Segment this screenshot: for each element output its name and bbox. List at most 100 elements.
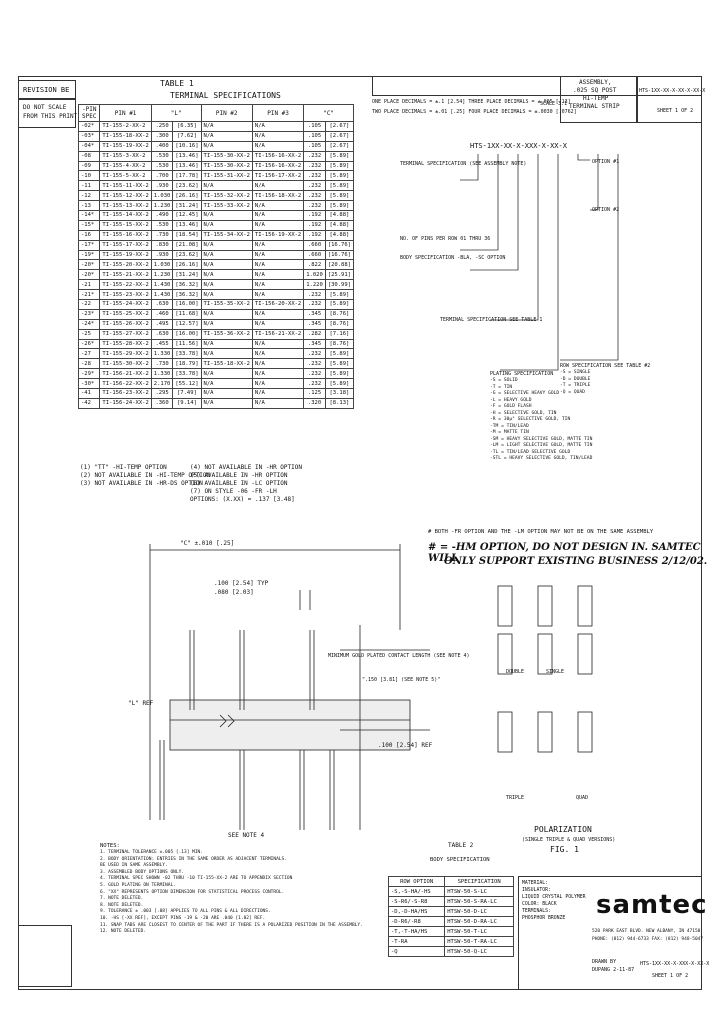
table-cell: [16.00] <box>172 299 202 310</box>
double-label: DOUBLE <box>506 669 525 675</box>
material-item: INSULATOR: <box>522 888 551 893</box>
table-cell: [33.78] <box>172 348 202 360</box>
bd-label-7: OPTION #2 <box>592 207 620 213</box>
table-cell: TI-155-30-XX-2 <box>99 358 152 370</box>
table-cell: .105 <box>303 121 326 132</box>
table-cell: N/A <box>200 180 253 192</box>
table-cell: N/A <box>200 249 253 261</box>
plating-item: -STL = HEAVY SELECTIVE GOLD, TIN/LEAD <box>490 456 593 461</box>
plating-item: -G = SELECTIVE HEAVY GOLD <box>490 391 560 396</box>
plating-item: -TL = TIN/LEAD SELECTIVE GOLD <box>490 449 571 455</box>
note-item: 10. -HS [-XX REF], EXCEPT PINS -19 & -20… <box>100 915 266 921</box>
drawn-by: DRAWN BY <box>592 959 617 965</box>
table-cell: .400 <box>150 140 174 152</box>
table-cell: [12.57] <box>172 318 202 330</box>
polarization-figures <box>497 585 593 753</box>
table-cell: .345 <box>303 308 326 320</box>
material-item: TERMINALS: <box>522 909 551 914</box>
table-cell: .930 <box>150 180 174 192</box>
table-cell: [33.78] <box>172 368 202 380</box>
table-cell: [13.46] <box>172 160 202 172</box>
table1-footnotes-right: (4) NOT AVAILABLE IN -HR OPTION (5) AVAI… <box>190 464 302 504</box>
table-cell: [5.89] <box>324 348 355 360</box>
table-cell: TI-155-19-XX-2 <box>99 140 152 152</box>
address-2: PHONE: (812) 944-6733 FAX: (812) 948-504… <box>592 937 704 942</box>
table1-subtitle: TERMINAL SPECIFICATIONS <box>170 91 281 100</box>
table-cell: .495 <box>150 318 174 330</box>
material-list: MATERIAL:INSULATOR:LIQUID CRYSTAL POLYME… <box>522 880 586 922</box>
footnote-r4: (7) ON STYLE -06 -FR -LH <box>190 488 277 495</box>
table-cell: N/A <box>200 210 253 221</box>
table-cell: TI-156-19-XX-2 <box>251 229 305 241</box>
table-cell: -20* <box>77 259 101 271</box>
table-cell: N/A <box>251 219 305 231</box>
table-cell: TI-156-24-XX-2 <box>99 397 152 409</box>
table-cell: -09 <box>77 160 101 172</box>
material-item: MATERIAL: <box>522 881 548 886</box>
table-cell: N/A <box>251 130 305 142</box>
see-note: SEE NOTE 4 <box>228 832 265 839</box>
table-cell: [11.68] <box>172 308 202 320</box>
table-cell: N/A <box>251 368 305 380</box>
dim-pitch2: .080 [2.03] <box>214 589 254 596</box>
note-item: 4. TERMINAL SPEC SHOWN -02 THRU -10 TI-1… <box>100 876 293 882</box>
table-cell: -16 <box>77 229 101 241</box>
table-cell: TI-155-19-XX-2 <box>99 249 152 261</box>
table-cell: .295 <box>150 388 174 399</box>
table-cell: N/A <box>200 338 253 350</box>
table-cell: N/A <box>200 397 253 409</box>
table-cell: TI-156-17-XX-2 <box>251 170 305 182</box>
fig-caption: FIG. 1 <box>550 845 579 854</box>
table-cell: -27 <box>77 348 101 360</box>
table-cell: N/A <box>251 308 305 320</box>
table-cell: 1.230 <box>150 269 174 281</box>
table-cell: 1.330 <box>150 368 174 380</box>
table-cell: [36.32] <box>172 279 202 291</box>
table-cell: 1.230 <box>150 200 174 212</box>
table-cell: HTSW-50-S-LC <box>444 886 514 897</box>
table-cell: N/A <box>251 388 305 399</box>
table-cell: TI-155-27-XX-2 <box>99 328 152 340</box>
table-cell: N/A <box>200 130 253 142</box>
note-item: 5. GOLD PLATING ON TERMINAL. <box>100 882 176 888</box>
table-cell: [55.12] <box>172 378 202 390</box>
table-cell: .455 <box>150 338 174 350</box>
revision-label: REVISION BE <box>23 86 70 94</box>
table-cell: N/A <box>251 239 305 251</box>
table-cell: -03* <box>77 130 101 142</box>
table-cell: HTSW-50-T-RA-LC <box>444 936 514 947</box>
col-pin1: PIN #1 <box>99 104 152 122</box>
table-cell: TI-155-30-XX-2 <box>200 150 253 162</box>
table-cell: TI-155-24-XX-2 <box>99 299 152 310</box>
table-cell: HTSW-50-Q-LC <box>444 946 514 957</box>
table-cell: N/A <box>251 259 305 271</box>
bd-label-4: TERMINAL SPECIFICATION SEE TABLE 1 <box>440 317 543 323</box>
side-view-drawing <box>149 544 430 830</box>
footnote-r3: (6) AVAILABLE IN -LC OPTION <box>190 480 288 487</box>
bd-label-5: PLATING SPECIFICATION <box>490 371 554 377</box>
table-cell: N/A <box>251 210 305 221</box>
table-cell: [5.89] <box>324 358 355 370</box>
table1-title: TABLE 1 <box>160 79 194 88</box>
table-cell: -02* <box>77 121 101 132</box>
table-cell: TI-156-16-XX-2 <box>251 160 305 172</box>
title-box: ASSEMBLY, .025 SQ POST HI-TEMP TERMINAL … <box>560 76 638 123</box>
footnote-l3: (3) NOT AVAILABLE IN -HR-DS OPTION <box>80 480 203 487</box>
banner-line-2: # = -HM OPTION, DO NOT DESIGN IN. SAMTEC… <box>428 542 701 564</box>
table-cell: [5.89] <box>324 299 355 310</box>
table-cell: .320 <box>303 397 326 409</box>
sheet-ref: SHEET 1 OF 2 <box>652 973 689 979</box>
plating-item: -H = SELECTIVE GOLD, TIN <box>490 410 557 416</box>
table-cell: -21* <box>77 289 101 301</box>
table-cell: .232 <box>303 299 326 310</box>
